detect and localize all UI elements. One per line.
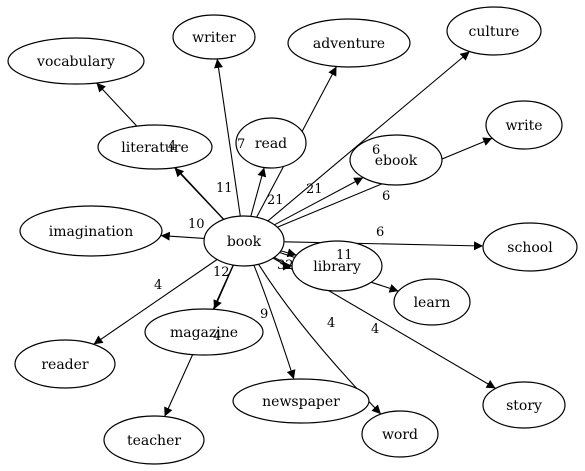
edge-weight-reader: 4 [154, 278, 162, 293]
edge-weight-read: 21 [306, 182, 323, 197]
node-library: library [291, 240, 383, 292]
node-library-ellipse [291, 240, 383, 292]
node-imagination: imagination [19, 205, 163, 257]
node-vocabulary: vocabulary [7, 37, 145, 85]
edge-weight-word: 4 [327, 316, 335, 331]
node-story: story [482, 381, 566, 429]
node-literature: literature [97, 124, 213, 170]
edge-weight-literature: 11 [216, 181, 233, 196]
edge-weight-story: 4 [371, 322, 379, 337]
node-teacher-label: teacher [127, 433, 181, 449]
node-culture-label: culture [469, 24, 520, 40]
node-read-ellipse [235, 117, 307, 169]
node-ebook: ebook [349, 134, 443, 186]
node-story-label: story [506, 398, 542, 414]
node-magazine-ellipse [144, 308, 264, 356]
node-literature-label: literature [121, 140, 189, 156]
node-word: word [361, 410, 439, 458]
node-adventure: adventure [287, 18, 411, 68]
edge-book-to-writer [214, 58, 241, 217]
edge-weight-library: 11 [336, 248, 353, 263]
node-reader: reader [14, 339, 116, 389]
node-vocabulary-label: vocabulary [36, 54, 115, 70]
node-learn-ellipse [393, 278, 471, 326]
edge-labels: 4 7 21 6 11 21 6 10 6 11 4 4 12 9 4 4 32 [154, 137, 390, 344]
node-literature-ellipse [97, 124, 213, 170]
node-magazine: magazine [144, 308, 264, 356]
edge-book-to-imagination [160, 231, 205, 241]
node-book-label: book [227, 234, 262, 250]
edge-book-to-library [280, 248, 297, 258]
edge-book-to-ebook [274, 177, 364, 226]
node-newspaper-ellipse [232, 378, 370, 424]
node-newspaper-label: newspaper [262, 394, 340, 410]
node-magazine-label: magazine [170, 325, 238, 341]
edge-weight-school: 6 [376, 225, 384, 240]
node-ebook-label: ebook [375, 153, 418, 169]
edge-weight-adventure: 21 [267, 193, 284, 208]
node-learn: learn [393, 278, 471, 326]
node-reader-ellipse [14, 339, 116, 389]
node-write-ellipse [485, 100, 563, 150]
node-school-label: school [507, 240, 553, 256]
edge-book-to-culture [267, 51, 470, 222]
edge-book-to-read [250, 167, 267, 217]
node-book-ellipse [203, 215, 285, 267]
node-adventure-ellipse [287, 18, 411, 68]
node-read: read [235, 117, 307, 169]
node-reader-label: reader [41, 357, 89, 373]
node-newspaper: newspaper [232, 378, 370, 424]
node-book: book [203, 215, 285, 267]
node-learn-label: learn [414, 295, 451, 311]
node-writer-ellipse [172, 14, 256, 60]
node-culture-ellipse [446, 6, 542, 56]
node-adventure-label: adventure [313, 36, 385, 52]
node-imagination-label: imagination [49, 224, 133, 240]
node-write: write [485, 100, 563, 150]
node-writer: writer [172, 14, 256, 60]
node-vocabulary-ellipse [7, 37, 145, 85]
edge-weight-newspaper: 9 [260, 307, 268, 322]
edge-book-to-school [283, 241, 484, 251]
edge-weight-writer: 7 [237, 137, 245, 152]
edge-book-to-literature [174, 167, 224, 220]
node-story-ellipse [482, 381, 566, 429]
nodes: book vocabulary writer adventure culture writ… [7, 6, 578, 465]
node-library-label: library [313, 259, 361, 275]
edge-weight-ebook: 6 [372, 143, 380, 158]
edge-weight-teacher: 12 [213, 265, 230, 280]
edge-weight-imagination: 10 [188, 217, 205, 232]
node-word-label: word [382, 427, 418, 443]
node-ebook-ellipse [349, 134, 443, 186]
edge-book-to-newspaper [253, 264, 296, 380]
node-imagination-ellipse [19, 205, 163, 257]
edge-weight-vocabulary: 4 [168, 139, 176, 154]
node-teacher: teacher [103, 415, 205, 465]
node-write-label: write [505, 118, 542, 134]
node-word-ellipse [361, 410, 439, 458]
edge-weight-magazine: 4 [213, 329, 221, 344]
node-school: school [482, 222, 578, 272]
node-culture: culture [446, 6, 542, 56]
edge-weight-library: 32 [277, 258, 294, 273]
node-school-ellipse [482, 222, 578, 272]
node-read-label: read [255, 136, 287, 152]
node-writer-label: writer [192, 30, 236, 46]
node-teacher-ellipse [103, 415, 205, 465]
edge-weight-write: 6 [382, 189, 390, 204]
edge-book-to-reader [93, 259, 218, 345]
